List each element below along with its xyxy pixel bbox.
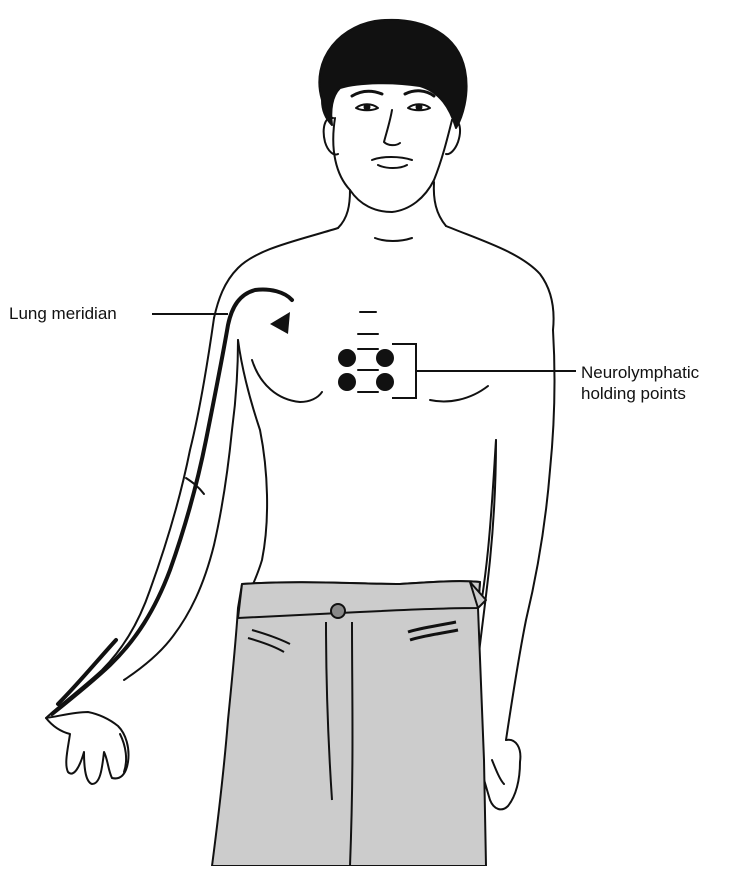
collarbone [375, 238, 412, 241]
left-shoulder [214, 228, 338, 318]
holding-point-bottom-right [376, 373, 394, 391]
right-pectoral [430, 386, 488, 401]
holding-point-top-right [376, 349, 394, 367]
mouth [372, 157, 412, 160]
lung-meridian-arrow [270, 312, 290, 334]
lung-meridian-label: Lung meridian [9, 303, 117, 324]
right-arm-outer [506, 330, 554, 740]
lung-meridian-branch [58, 640, 116, 704]
neurolymphatic-label: Neurolymphatic holding points [581, 362, 699, 404]
lower-lip [378, 165, 407, 168]
right-pupil [417, 105, 422, 110]
holding-point-top-left [338, 349, 356, 367]
neck-left [338, 190, 350, 228]
neurolymphatic-label-line2: holding points [581, 383, 699, 404]
neurolymphatic-label-line1: Neurolymphatic [581, 362, 699, 383]
right-eyebrow [405, 91, 434, 96]
left-pupil [365, 105, 370, 110]
left-hand [46, 712, 129, 784]
nose [384, 110, 400, 145]
holding-points-bracket [392, 344, 416, 398]
hair [319, 20, 466, 128]
right-thumb [492, 760, 504, 784]
neck-right [434, 182, 446, 226]
left-pectoral [252, 360, 322, 402]
pants-button [331, 604, 345, 618]
left-eyebrow [352, 91, 382, 96]
torso-left [238, 340, 267, 600]
right-shoulder [446, 226, 554, 330]
holding-point-bottom-left [338, 373, 356, 391]
